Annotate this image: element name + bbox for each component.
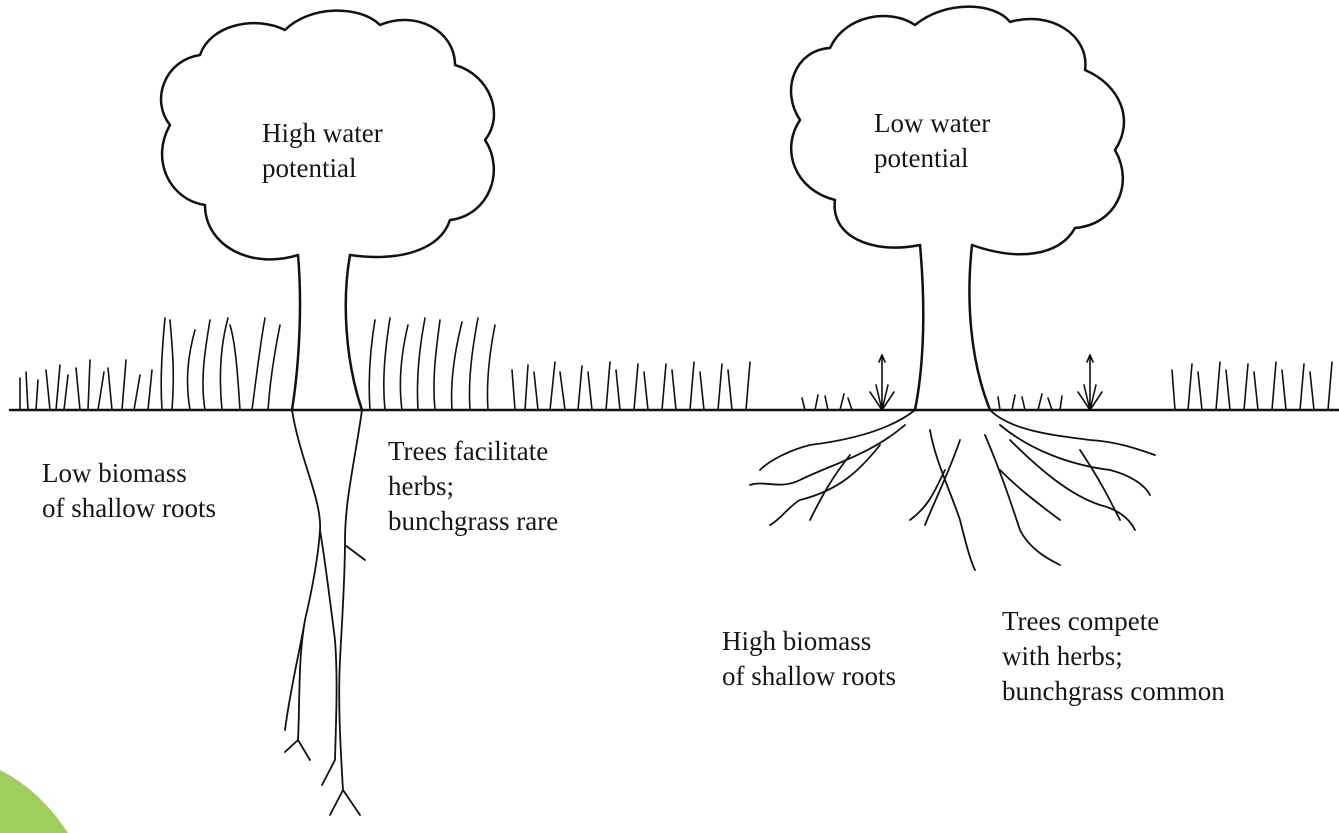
left-interaction-line-2: herbs; — [388, 469, 558, 504]
right-trunk-right — [969, 245, 990, 410]
left-root-note: Low biomass of shallow roots — [42, 456, 216, 526]
right-root-note-line-1: High biomass — [722, 624, 896, 659]
right-root-note-line-2: of shallow roots — [722, 659, 896, 694]
right-interaction-line-3: bunchgrass common — [1002, 674, 1225, 709]
left-crown-line-1: High water — [262, 116, 383, 151]
bunchgrass-tuft-1 — [870, 355, 894, 410]
left-interaction-line-1: Trees facilitate — [388, 434, 558, 469]
left-crown-label: High water potential — [262, 116, 383, 186]
right-shallow-roots — [750, 410, 1155, 570]
left-root-note-line-1: Low biomass — [42, 456, 216, 491]
right-crown-line-1: Low water — [874, 106, 990, 141]
left-trunk-left — [292, 255, 300, 410]
left-root-note-line-2: of shallow roots — [42, 491, 216, 526]
corner-accent — [0, 770, 68, 833]
left-crown-line-2: potential — [262, 151, 383, 186]
right-interaction-line-1: Trees compete — [1002, 604, 1225, 639]
left-interaction-line-3: bunchgrass rare — [388, 504, 558, 539]
right-interaction-note: Trees compete with herbs; bunchgrass com… — [1002, 604, 1225, 709]
left-taproot — [285, 410, 365, 815]
right-root-note: High biomass of shallow roots — [722, 624, 896, 694]
left-interaction-note: Trees facilitate herbs; bunchgrass rare — [388, 434, 558, 539]
right-interaction-line-2: with herbs; — [1002, 639, 1225, 674]
right-trunk-left — [915, 245, 923, 410]
bunchgrass-tuft-2 — [1078, 355, 1102, 410]
left-trunk-right — [346, 255, 362, 410]
left-herbs — [20, 318, 750, 410]
right-crown-label: Low water potential — [874, 106, 990, 176]
right-crown-line-2: potential — [874, 141, 990, 176]
right-tree — [750, 7, 1155, 570]
